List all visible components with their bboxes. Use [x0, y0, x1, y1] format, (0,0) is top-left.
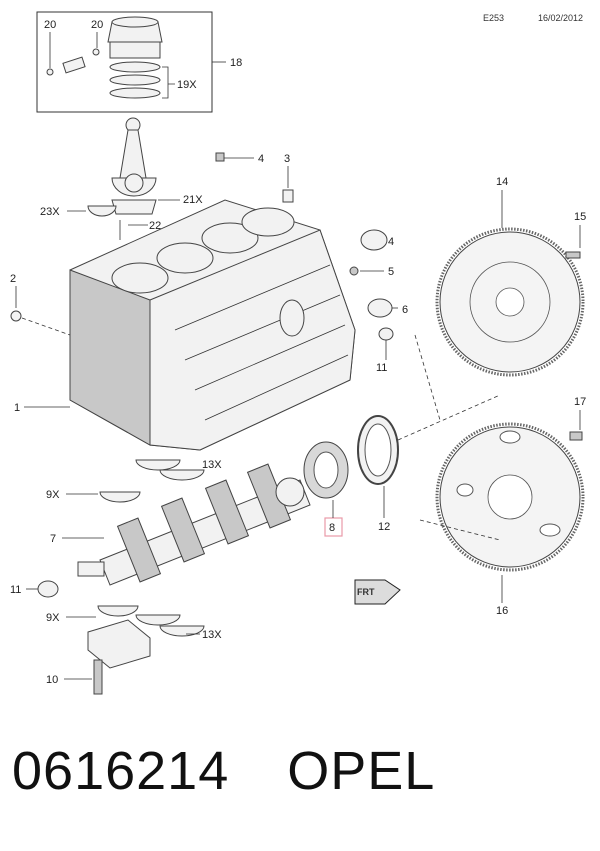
callout-13-upper: 13X — [202, 459, 222, 471]
callout-10: 10 — [46, 674, 58, 686]
callout-15: 15 — [574, 211, 586, 223]
callout-13-lower: 13X — [202, 629, 222, 641]
callout-18: 18 — [230, 57, 242, 69]
callout-20-left: 20 — [44, 19, 56, 31]
callout-23: 23X — [40, 206, 60, 218]
diagram-code: E253 — [483, 13, 504, 23]
callout-2: 2 — [10, 273, 16, 285]
reluctor-ring — [303, 441, 349, 499]
callout-4-right: 4 — [388, 236, 394, 248]
callout-9-lower: 9X — [46, 612, 60, 624]
footer-caption: 0616214 OPEL — [12, 740, 435, 802]
callout-3: 3 — [284, 153, 290, 165]
bearing-cap — [87, 619, 151, 669]
highlighted-part-box[interactable] — [324, 517, 343, 537]
callout-16: 16 — [496, 605, 508, 617]
svg-text:FRT: FRT — [357, 587, 375, 597]
crankshaft — [77, 463, 311, 586]
front-arrow-icon: FRT — [354, 579, 401, 605]
callout-11-left: 11 — [10, 584, 21, 596]
plug-cap-part — [360, 229, 388, 251]
callout-8-highlighted[interactable]: 8 — [329, 522, 335, 534]
callout-7: 7 — [50, 533, 56, 545]
callout-5: 5 — [388, 266, 394, 278]
callout-1: 1 — [14, 402, 20, 414]
callout-20-right: 20 — [91, 19, 103, 31]
callout-22: 22 — [149, 220, 161, 232]
diagram-date: 16/02/2012 — [538, 13, 583, 23]
piston-group — [46, 16, 163, 99]
engine-block — [69, 199, 356, 451]
brand-name: OPEL — [287, 741, 436, 801]
callout-4-top: 4 — [258, 153, 264, 165]
callout-17: 17 — [574, 396, 586, 408]
callout-19: 19X — [177, 79, 197, 91]
flywheel-top — [435, 227, 585, 377]
connecting-rod — [111, 117, 157, 215]
callout-6: 6 — [402, 304, 408, 316]
callout-14: 14 — [496, 176, 508, 188]
callout-12: 12 — [378, 521, 390, 533]
callout-21: 21X — [183, 194, 203, 206]
callout-11-right: 11 — [376, 362, 387, 374]
flexplate — [435, 422, 585, 572]
rear-seal — [357, 415, 399, 485]
part-number: 0616214 — [12, 741, 230, 801]
callout-9-upper: 9X — [46, 489, 60, 501]
